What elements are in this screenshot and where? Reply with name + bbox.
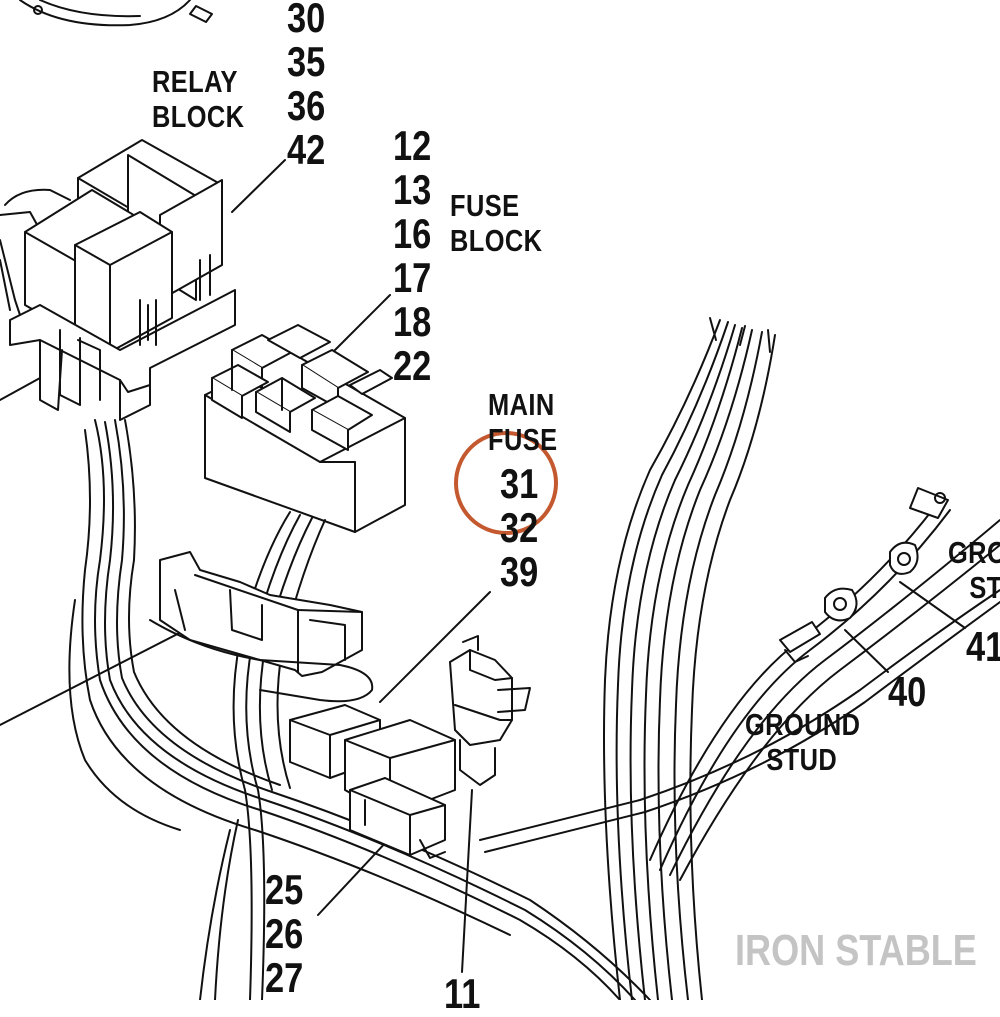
harness-right-vertical [603, 317, 776, 1001]
top-partial-part [19, 0, 213, 27]
connector-11 [449, 635, 531, 786]
ground-stud-right-label: GROST [948, 535, 1000, 605]
part-number: 39 [500, 548, 539, 595]
part-number: 13 [393, 166, 432, 213]
part-number: 36 [287, 82, 326, 129]
main-fuse-part-numbers: 31 32 39 [500, 462, 538, 594]
part-number-31: 31 [500, 460, 539, 507]
main-connector [149, 551, 374, 703]
part-number: 12 [393, 122, 432, 169]
ground-stud-right-tab [889, 541, 919, 575]
part-number: 18 [393, 298, 432, 345]
leader-lines [231, 159, 966, 973]
part-number-40: 40 [888, 668, 927, 715]
part-number: 35 [287, 38, 326, 85]
relay-block [9, 139, 236, 421]
part-number: 26 [265, 910, 304, 957]
connector-25-26-27 [349, 777, 446, 859]
watermark: IRON STABLE [735, 926, 977, 975]
part-number: 30 [287, 0, 326, 41]
highlight-circle [454, 431, 558, 535]
harness-left [68, 419, 651, 1001]
part-number-41: 41 [966, 623, 1000, 670]
fuse-block-part-numbers: 12 13 16 17 18 22 [393, 124, 431, 388]
part-number: 22 [393, 342, 432, 389]
fuse-block [204, 324, 406, 533]
relay-block-part-numbers: 30 35 36 42 [287, 0, 325, 172]
part-number: 17 [393, 254, 432, 301]
part-number: 42 [287, 126, 326, 173]
part-number: 16 [393, 210, 432, 257]
part-number: 25 [265, 866, 304, 913]
connector-part-numbers: 25 26 27 [265, 868, 303, 1000]
part-number: 32 [500, 504, 539, 551]
part-number-11: 11 [444, 970, 481, 1017]
part-number: 27 [265, 954, 304, 1001]
ground-stud-tab [779, 587, 858, 663]
